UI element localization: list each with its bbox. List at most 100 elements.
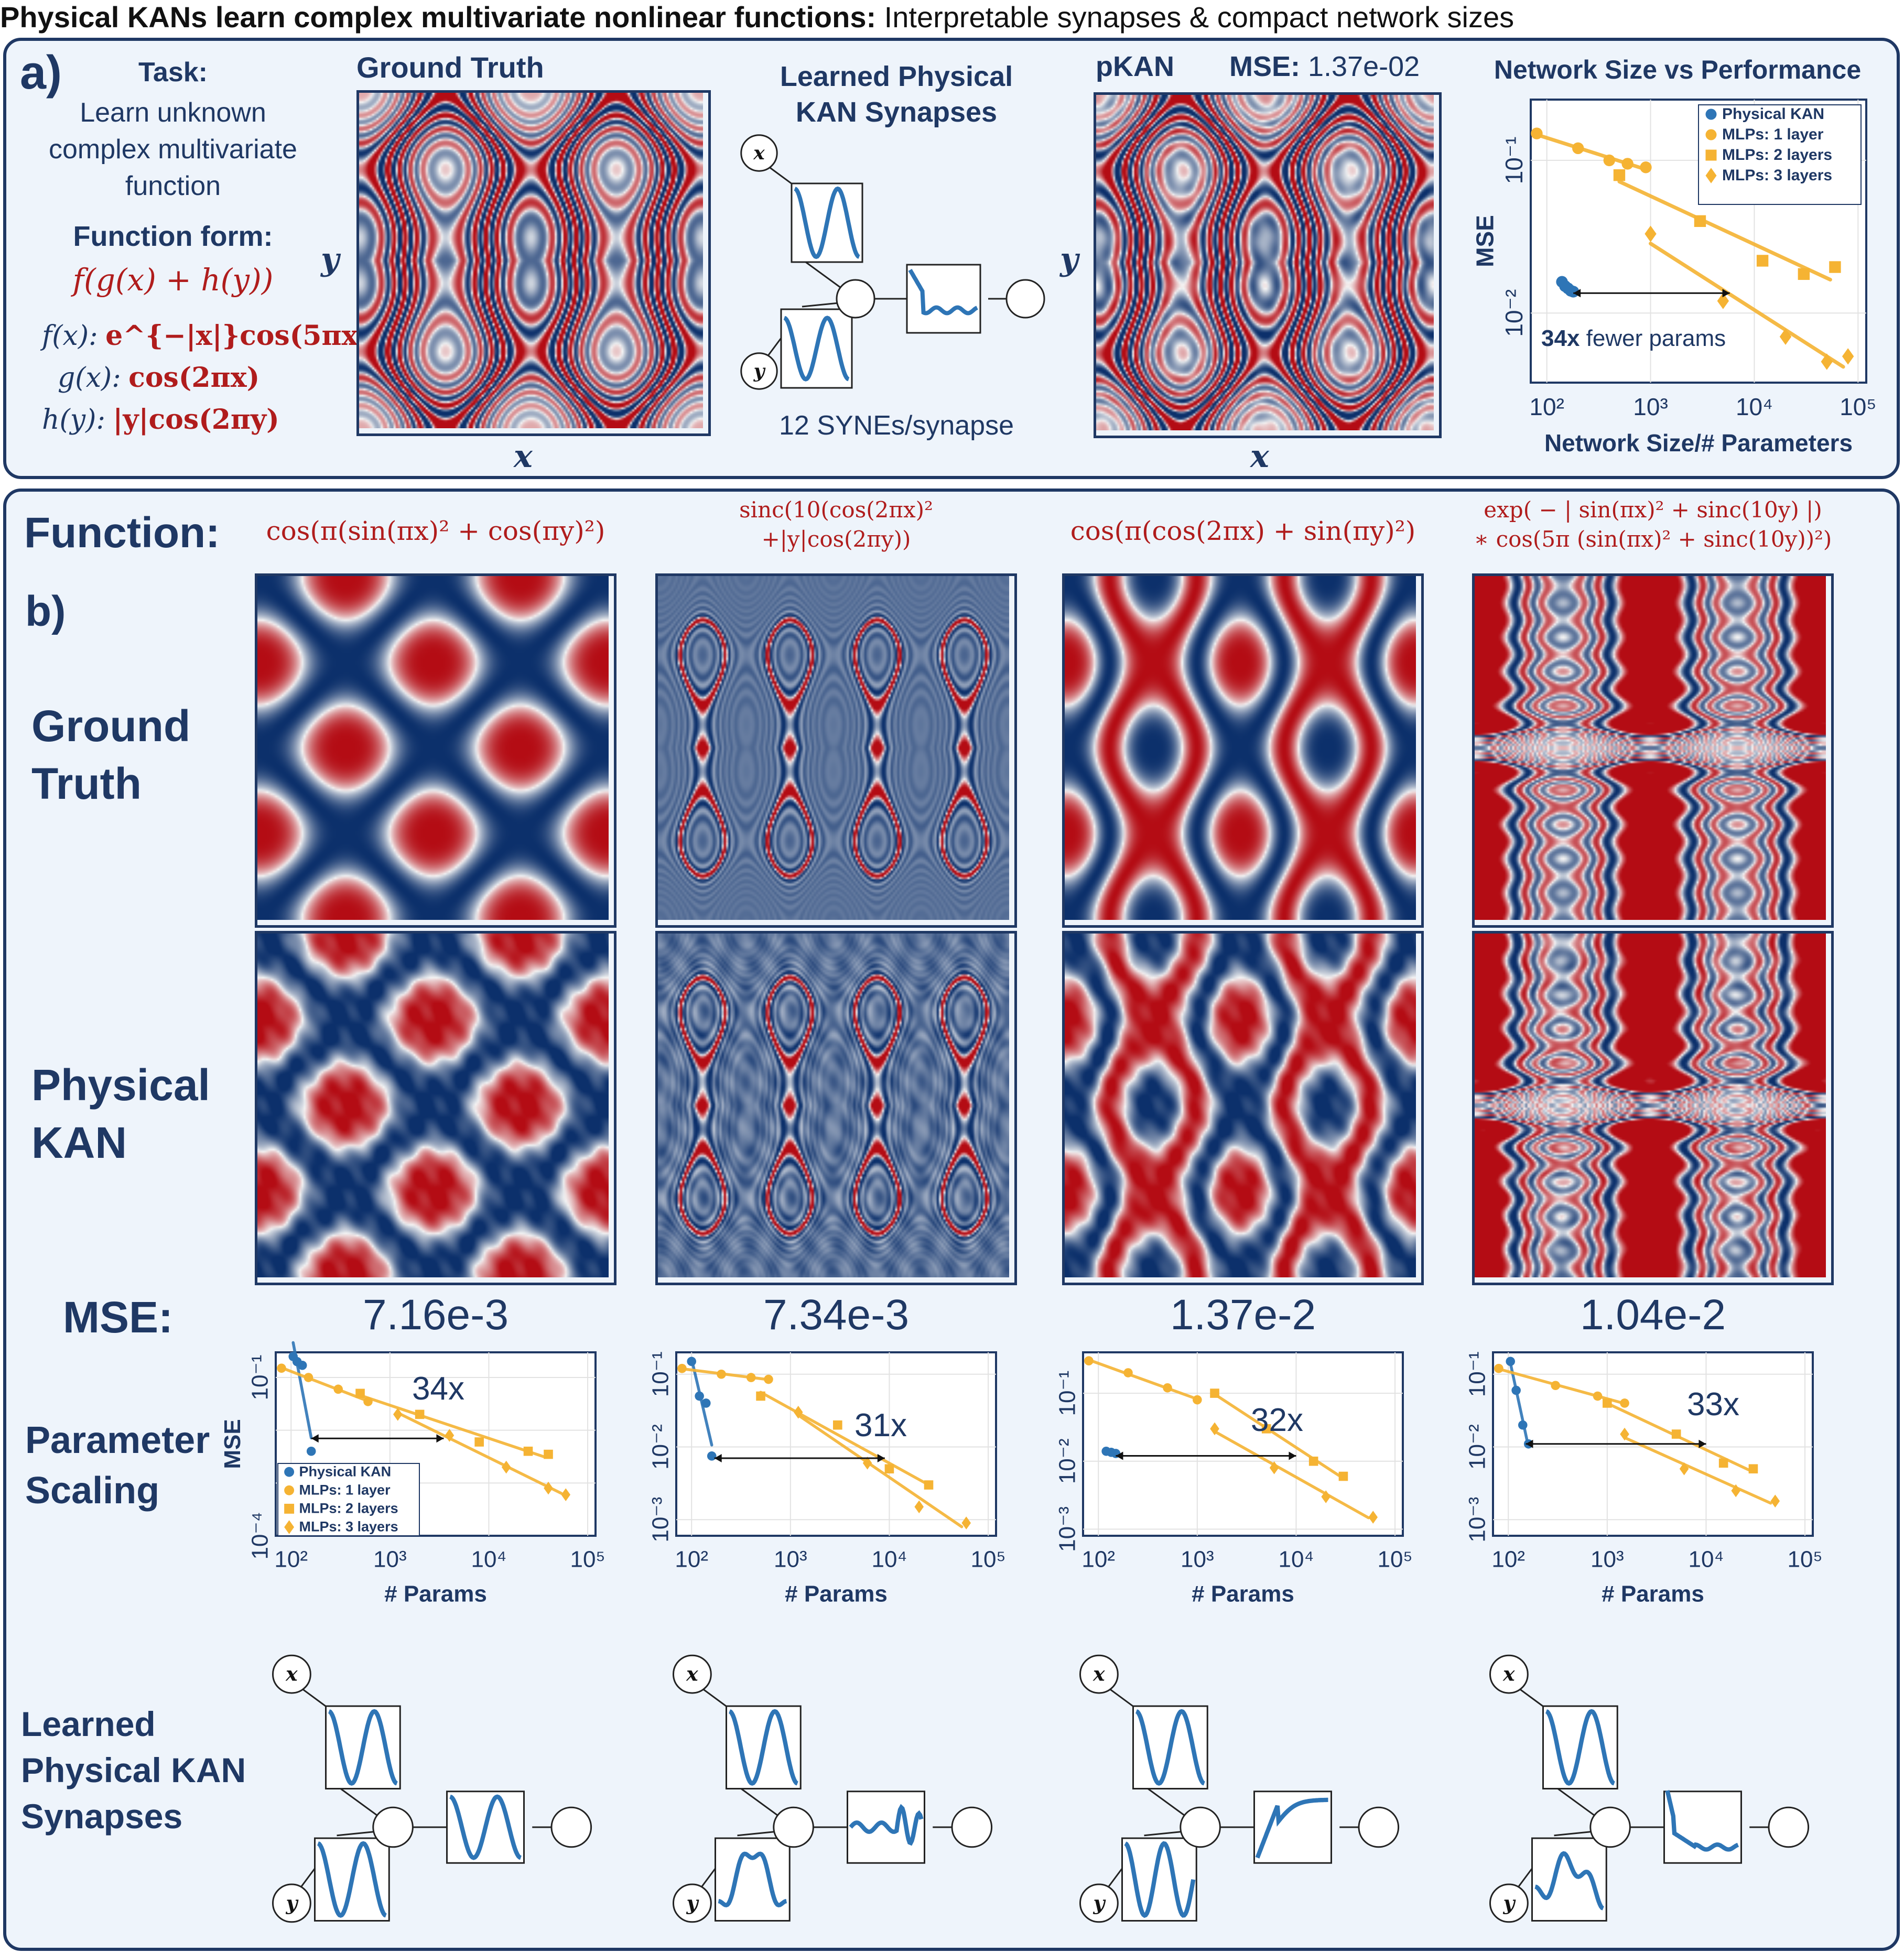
data-point (1770, 1494, 1780, 1508)
mse-value: 7.16e-3 (362, 1291, 509, 1339)
data-point (1261, 1424, 1271, 1434)
def-h: h(y): |y|cos(2πy) (42, 404, 279, 436)
synapse-group: xy (272, 1654, 592, 1923)
data-point (523, 1446, 533, 1456)
fit-line (1623, 1436, 1772, 1505)
synapse-diagram: xy (272, 1654, 592, 1923)
row-label-line: Physical (31, 1060, 210, 1110)
ground-truth-image (658, 576, 1009, 920)
series-mlps-1-layer (1084, 1356, 1202, 1405)
def-g-name: g(x): (58, 362, 121, 394)
data-point (333, 1384, 343, 1394)
series-physical-kan (1101, 1447, 1121, 1458)
legend-entry: MLPs: 1 layer (299, 1482, 391, 1498)
data-point (1645, 225, 1657, 242)
axis-x-label: x (1250, 438, 1269, 475)
axis-y-label: y (321, 241, 339, 278)
gap-annotation: 34x (412, 1371, 464, 1407)
data-point (924, 1480, 934, 1490)
formula-line: cos(π(sin(πx)² + cos(πy)²) (266, 516, 605, 546)
def-f-expr: e^{−|x|}cos(5πx) (105, 320, 371, 352)
fit-line (359, 1394, 546, 1458)
synapse-group: xy (672, 1654, 993, 1923)
pkan-heatmap (1472, 931, 1834, 1285)
data-point (677, 1363, 687, 1373)
annotation-text: 31x (854, 1407, 907, 1444)
y-axis-label: MSE (220, 1419, 245, 1469)
fit-line (1509, 1361, 1530, 1449)
legend-entry: Physical KAN (1722, 105, 1824, 123)
node-label: x (285, 1663, 298, 1686)
synapse-diagram-a: xy (740, 134, 1045, 390)
data-point (393, 1408, 403, 1421)
data-point (1603, 1398, 1612, 1408)
node-circle (1180, 1806, 1221, 1848)
mse-value: 7.34e-3 (763, 1291, 910, 1339)
row-label-line: Ground (31, 701, 191, 751)
formula-line: +|y|cos(2πy)) (761, 526, 911, 552)
synapse-group: xy (740, 134, 1045, 390)
task-text: Learn unknown complex multivariate funct… (21, 94, 325, 204)
data-point (1718, 1458, 1728, 1468)
task-heading: Task: (138, 57, 208, 88)
data-point (1671, 1429, 1681, 1439)
node-y (672, 1883, 712, 1923)
arrow-head (436, 1434, 444, 1443)
fit-line (797, 1414, 964, 1528)
data-point (415, 1409, 425, 1419)
data-point (1551, 1381, 1561, 1391)
legend-box (277, 1463, 420, 1536)
row-label-line: KAN (31, 1118, 127, 1167)
synapse-box-x-curve (794, 186, 860, 259)
function-form-expr: f(g(x) + h(y)) (72, 262, 274, 298)
data-point (1572, 142, 1584, 155)
node-y (740, 352, 778, 390)
synapse-title-line: Learned Physical (780, 61, 1013, 92)
data-point (687, 1357, 697, 1366)
row-label-line: Truth (31, 759, 142, 808)
data-point (1084, 1356, 1094, 1366)
series-mlps-2-layers (1210, 1388, 1348, 1481)
data-point (1163, 1383, 1172, 1393)
series-physical-kan (1506, 1357, 1533, 1449)
function-form-heading: Function form: (73, 221, 273, 252)
data-point (746, 1373, 756, 1382)
node-circle (1358, 1806, 1400, 1848)
y-axis-label: MSE (1472, 215, 1499, 267)
def-h-expr: |y|cos(2πy) (113, 404, 279, 436)
x-tick-label: 10⁵ (970, 1546, 1005, 1572)
pkan-heatmap-a (1094, 92, 1442, 438)
x-tick-label: 10⁴ (1736, 393, 1773, 420)
series-mlps-2-layers (1603, 1398, 1758, 1474)
figure-title: Physical KANs learn complex multivariate… (0, 0, 1894, 34)
y-tick-label: 10⁻² (1055, 1438, 1080, 1484)
y-tick-label: 10⁻¹ (648, 1351, 674, 1397)
synapse-box-out-curve (1255, 1797, 1328, 1859)
node-y (1079, 1883, 1119, 1923)
node-circle (773, 1806, 814, 1848)
y-tick-label: 10⁻¹ (247, 1355, 273, 1401)
pkan-image (1065, 934, 1416, 1277)
arrow-head (311, 1434, 319, 1443)
x-tick-label: 10⁴ (471, 1546, 507, 1572)
node-circle (1768, 1806, 1810, 1848)
data-point (284, 1485, 295, 1495)
fit-line (396, 1411, 563, 1495)
gap-annotation: 31x (854, 1407, 907, 1444)
synapse-title-a: Learned Physical KAN Synapses (744, 59, 1048, 130)
function-formula: exp( − | sin(πx)² + sinc(10y) |)∗ cos(5π… (1409, 495, 1897, 554)
x-tick-label: 10⁵ (1377, 1546, 1412, 1572)
node-label: x (753, 142, 765, 164)
annotation-text: fewer params (1580, 326, 1726, 351)
plot-frame (675, 1351, 997, 1537)
x-axis-label: # Params (384, 1581, 487, 1607)
y-tick-label: 10⁻² (1500, 289, 1528, 337)
node-circle (1589, 1806, 1631, 1848)
data-point (1620, 1398, 1629, 1408)
x-tick-label: 10² (1529, 393, 1564, 420)
data-point (1494, 1363, 1503, 1373)
synapse-box-y-curve (317, 1841, 387, 1918)
